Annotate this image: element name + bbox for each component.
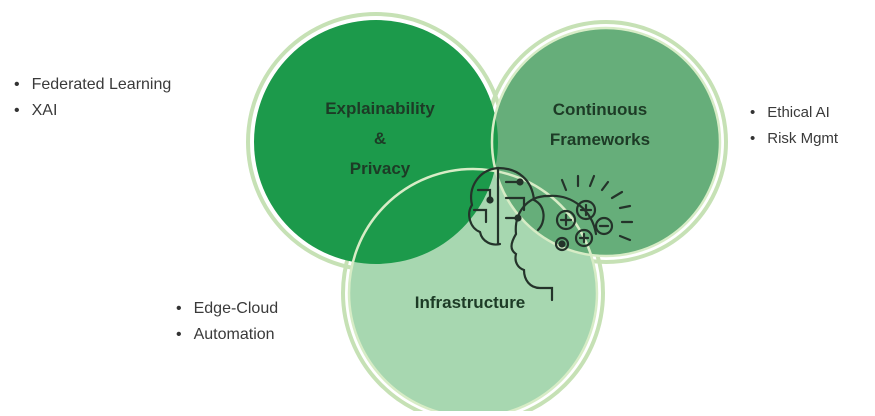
- explainability-circle: [254, 20, 498, 264]
- continuous-overlap-outline: [490, 26, 722, 258]
- list-item: Ethical AI: [750, 100, 838, 126]
- right-bullet-list: Ethical AI Risk Mgmt: [750, 100, 838, 152]
- left-top-bullet-list: Federated Learning XAI: [14, 72, 172, 124]
- explainability-label-line-2: &: [373, 129, 387, 148]
- explainability-label-line-3: Privacy: [349, 159, 411, 178]
- bottom-left-bullet-list: Edge-Cloud Automation: [176, 296, 279, 348]
- list-item: Edge-Cloud: [176, 296, 279, 322]
- list-item: Federated Learning: [14, 72, 172, 98]
- explainability-label-line-1: Explainability: [325, 99, 435, 118]
- list-item: Automation: [176, 322, 278, 348]
- continuous-label-line-1: Continuous: [552, 100, 648, 119]
- continuous-label: Continuous Frameworks: [515, 95, 685, 155]
- infrastructure-label: Infrastructure: [370, 288, 570, 318]
- continuous-circle: [492, 28, 720, 256]
- list-item: XAI: [14, 98, 171, 124]
- infrastructure-label-line-1: Infrastructure: [414, 293, 526, 312]
- continuous-label-line-2: Frameworks: [549, 130, 651, 149]
- infrastructure-overlap-outline: [347, 167, 599, 416]
- list-item: Risk Mgmt: [750, 126, 838, 152]
- explainability-label: Explainability & Privacy: [285, 94, 475, 184]
- human-head-thinking-icon: [510, 174, 634, 302]
